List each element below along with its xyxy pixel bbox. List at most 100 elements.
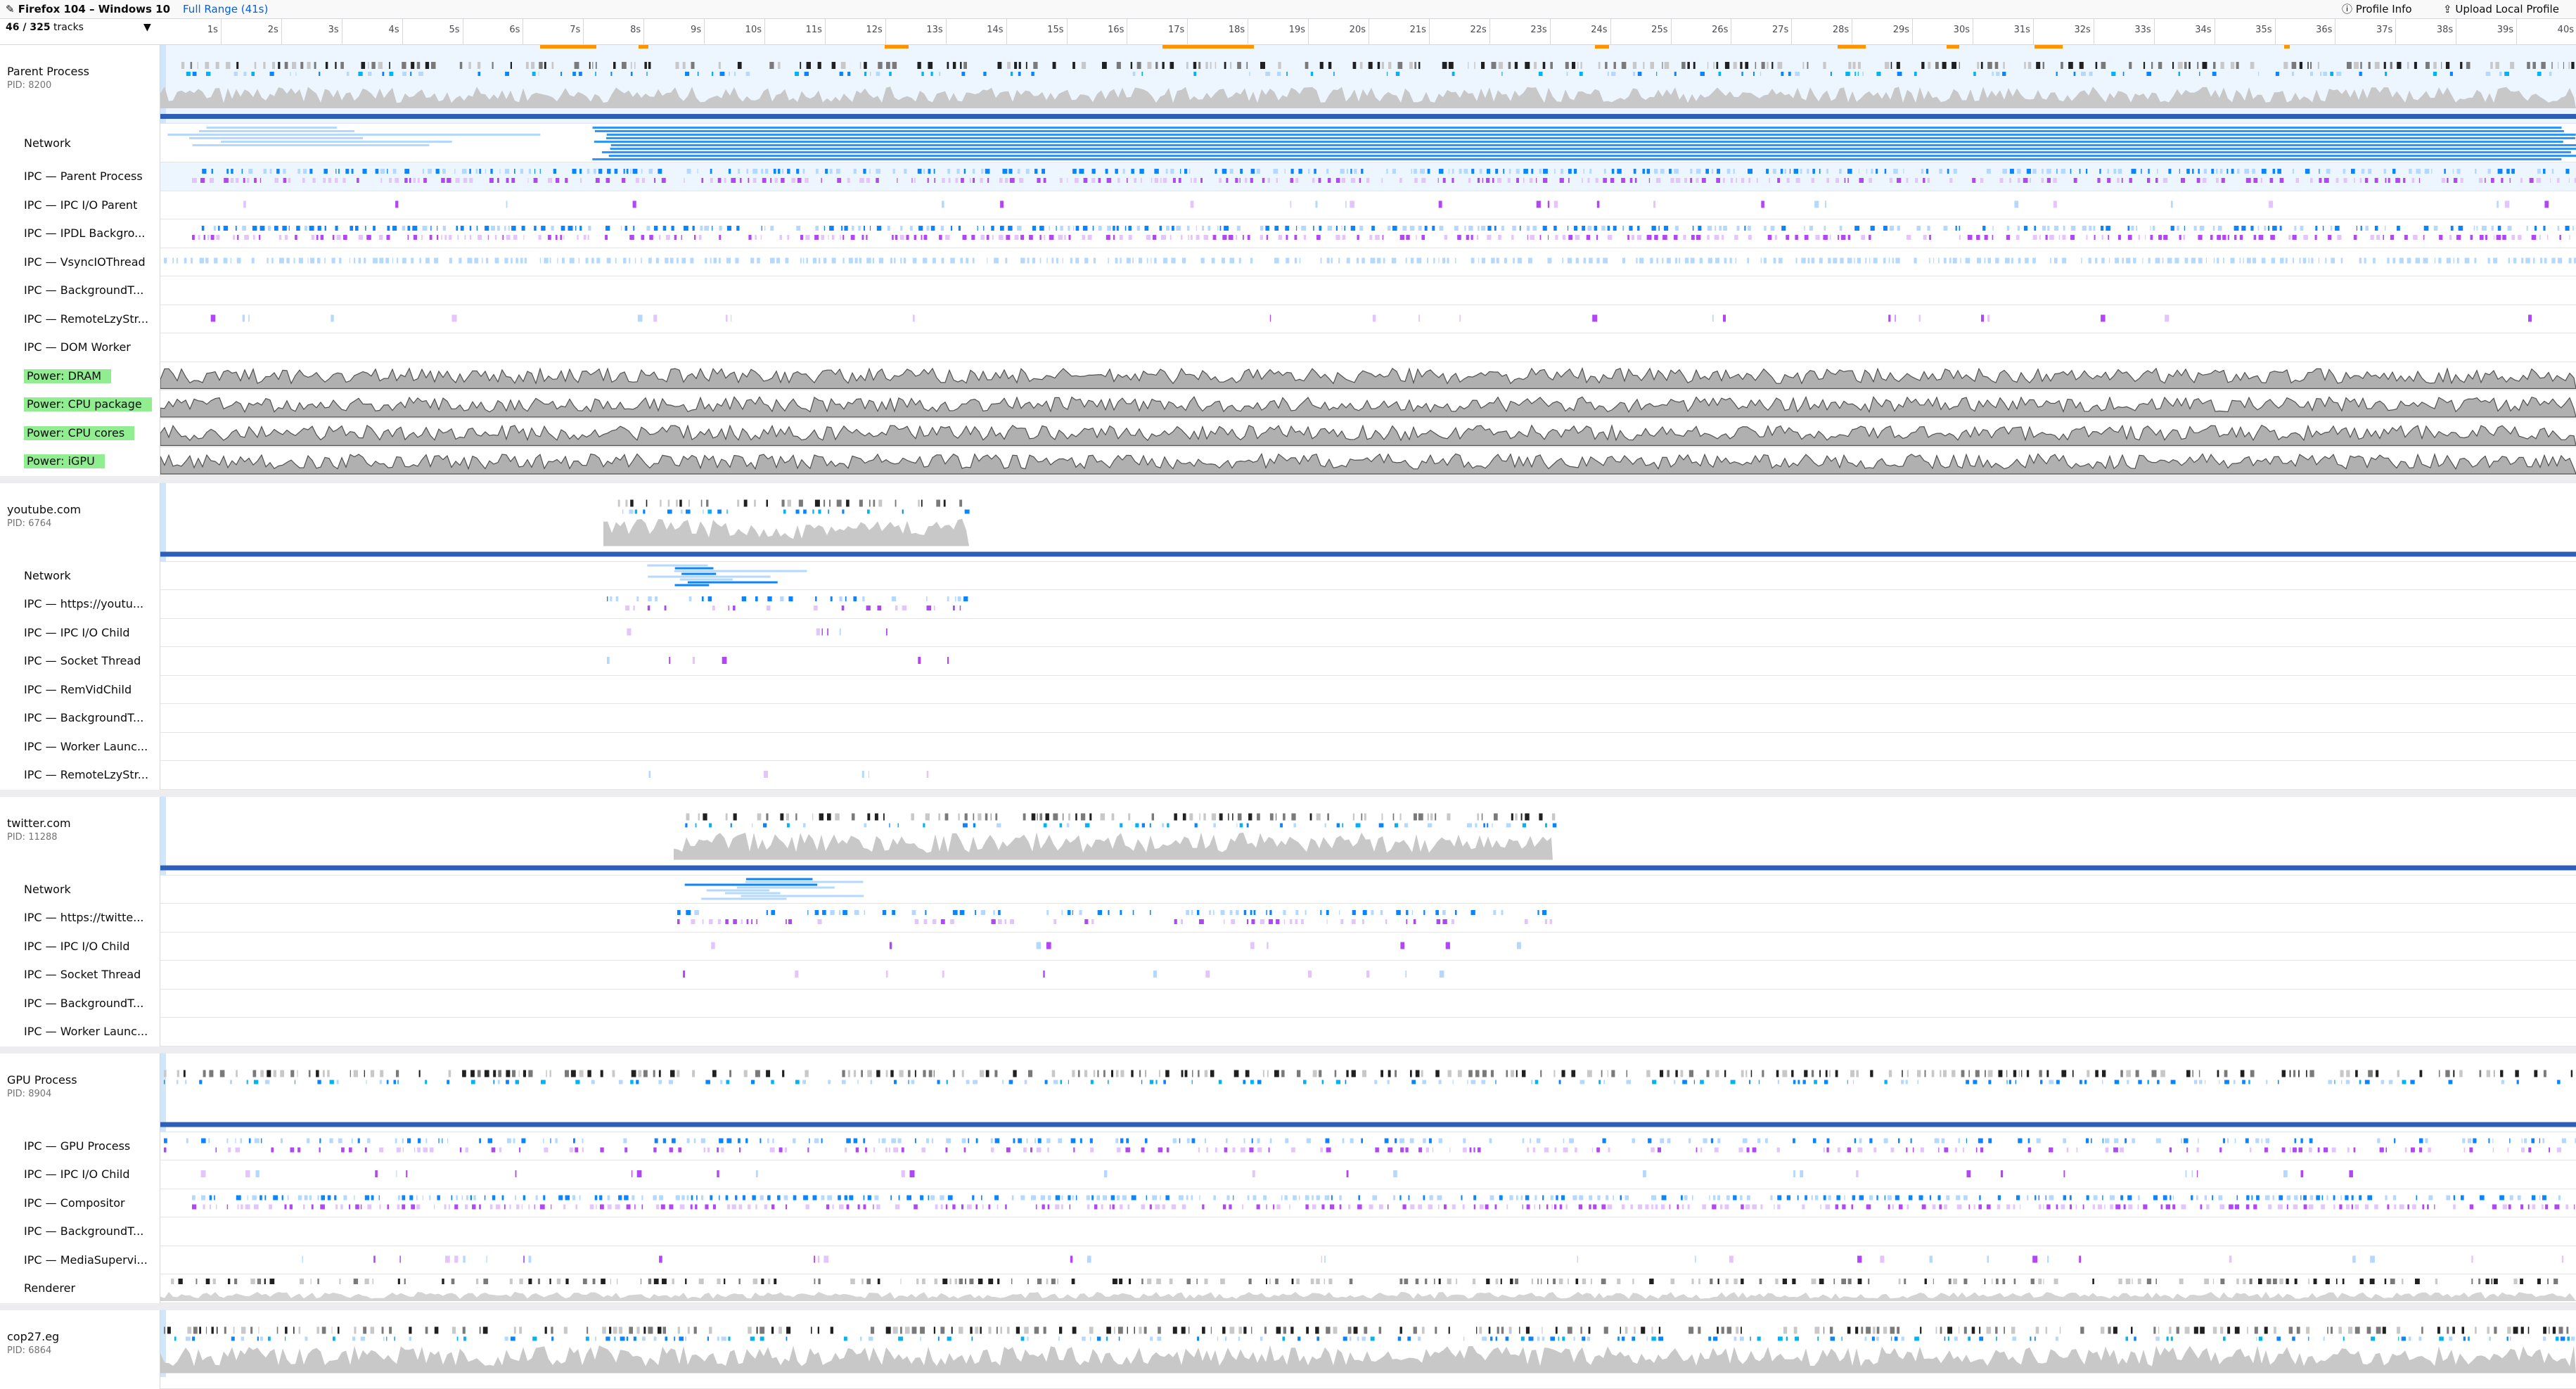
ipc-marker[interactable] bbox=[352, 1336, 356, 1341]
ipc-marker[interactable] bbox=[1690, 169, 1693, 174]
ipc-marker[interactable] bbox=[1690, 257, 1695, 264]
ipc-marker[interactable] bbox=[2565, 1204, 2568, 1210]
ipc-marker[interactable] bbox=[1597, 1195, 1601, 1201]
ipc-marker[interactable] bbox=[1531, 169, 1534, 174]
ipc-marker[interactable] bbox=[1748, 226, 1751, 231]
ipc-marker[interactable] bbox=[2264, 1195, 2270, 1201]
ipc-marker[interactable] bbox=[1582, 1279, 1587, 1284]
ipc-marker[interactable] bbox=[1397, 1336, 1402, 1341]
ipc-marker[interactable] bbox=[416, 1195, 418, 1201]
ipc-marker[interactable] bbox=[814, 910, 819, 915]
ipc-marker[interactable] bbox=[1380, 1070, 1383, 1077]
ipc-marker[interactable] bbox=[599, 1195, 603, 1201]
ipc-marker[interactable] bbox=[358, 257, 361, 264]
ipc-marker[interactable] bbox=[280, 1070, 284, 1077]
ipc-marker[interactable] bbox=[2346, 1070, 2350, 1077]
ipc-marker[interactable] bbox=[476, 1279, 479, 1284]
ipc-marker[interactable] bbox=[1017, 169, 1020, 174]
ipc-marker[interactable] bbox=[396, 1070, 399, 1077]
ipc-marker[interactable] bbox=[925, 910, 927, 915]
ipc-marker[interactable] bbox=[917, 62, 921, 69]
ipc-marker[interactable] bbox=[635, 178, 639, 183]
ipc-marker[interactable] bbox=[2504, 72, 2509, 76]
ipc-marker[interactable] bbox=[1147, 1279, 1152, 1284]
ipc-marker[interactable] bbox=[1791, 1070, 1794, 1077]
ipc-marker[interactable] bbox=[216, 1204, 217, 1210]
ipc-marker[interactable] bbox=[1124, 226, 1127, 231]
ipc-marker[interactable] bbox=[1793, 1080, 1796, 1084]
ipc-marker[interactable] bbox=[1602, 1138, 1606, 1144]
ipc-marker[interactable] bbox=[1636, 235, 1642, 240]
ipc-marker[interactable] bbox=[2308, 1279, 2309, 1284]
ipc-marker[interactable] bbox=[1479, 1326, 1482, 1334]
ipc-marker[interactable] bbox=[1629, 178, 1633, 183]
ipc-marker[interactable] bbox=[1802, 1204, 1805, 1210]
ipc-marker[interactable] bbox=[648, 169, 653, 174]
ipc-marker[interactable] bbox=[1377, 62, 1380, 69]
ipc-marker[interactable] bbox=[1008, 1080, 1013, 1084]
ipc-marker[interactable] bbox=[1835, 178, 1839, 183]
ipc-marker[interactable] bbox=[2309, 1138, 2313, 1144]
ipc-marker[interactable] bbox=[1215, 62, 1217, 69]
ipc-marker[interactable] bbox=[2527, 1204, 2530, 1210]
ipc-marker[interactable] bbox=[1823, 1147, 1825, 1153]
ipc-marker[interactable] bbox=[2452, 1326, 2455, 1334]
ipc-marker[interactable] bbox=[1702, 1204, 1706, 1210]
ipc-marker[interactable] bbox=[1696, 169, 1701, 174]
ipc-marker[interactable] bbox=[930, 1195, 935, 1201]
ipc-marker[interactable] bbox=[826, 1204, 830, 1210]
ipc-marker[interactable] bbox=[418, 1070, 421, 1077]
ipc-marker[interactable] bbox=[228, 1279, 231, 1284]
ipc-marker[interactable] bbox=[274, 178, 278, 183]
ipc-marker[interactable] bbox=[1975, 1147, 1978, 1153]
ipc-marker[interactable] bbox=[2509, 1138, 2511, 1144]
ipc-marker[interactable] bbox=[614, 169, 618, 174]
ipc-marker[interactable] bbox=[1987, 257, 1992, 264]
ipc-marker[interactable] bbox=[2382, 1326, 2386, 1334]
ipc-marker[interactable] bbox=[965, 1279, 966, 1284]
ipc-marker[interactable] bbox=[831, 257, 836, 264]
ipc-marker[interactable] bbox=[1826, 1138, 1830, 1144]
ipc-marker[interactable] bbox=[2122, 72, 2125, 76]
thread-track[interactable] bbox=[0, 1189, 2576, 1217]
ipc-marker[interactable] bbox=[2184, 62, 2187, 69]
ipc-marker[interactable] bbox=[1126, 257, 1131, 264]
ipc-marker[interactable] bbox=[887, 226, 890, 231]
ipc-marker[interactable] bbox=[1985, 1070, 1986, 1077]
ipc-marker[interactable] bbox=[309, 226, 314, 231]
ipc-marker[interactable] bbox=[428, 169, 432, 174]
ipc-marker[interactable] bbox=[1996, 72, 2000, 76]
ipc-marker[interactable] bbox=[2086, 235, 2088, 240]
ipc-marker[interactable] bbox=[1359, 226, 1364, 231]
ipc-marker[interactable] bbox=[1427, 257, 1428, 264]
ipc-marker[interactable] bbox=[869, 499, 871, 507]
ipc-marker[interactable] bbox=[914, 919, 919, 924]
ipc-marker[interactable] bbox=[770, 178, 772, 183]
ipc-marker[interactable] bbox=[1146, 257, 1148, 264]
ipc-marker[interactable] bbox=[669, 257, 674, 264]
ipc-marker[interactable] bbox=[283, 178, 287, 183]
ipc-marker[interactable] bbox=[1620, 1195, 1622, 1201]
ipc-marker[interactable] bbox=[2279, 226, 2282, 231]
ipc-marker[interactable] bbox=[1438, 1080, 1442, 1084]
ipc-marker[interactable] bbox=[928, 62, 933, 69]
ipc-marker[interactable] bbox=[2565, 226, 2570, 231]
ipc-marker[interactable] bbox=[2561, 1138, 2566, 1144]
ipc-marker[interactable] bbox=[1573, 1336, 1575, 1341]
ipc-marker[interactable] bbox=[1324, 1255, 1326, 1263]
ipc-marker[interactable] bbox=[927, 178, 929, 183]
ipc-marker[interactable] bbox=[520, 257, 523, 264]
ipc-marker[interactable] bbox=[2295, 178, 2300, 183]
ipc-marker[interactable] bbox=[805, 235, 810, 240]
ipc-marker[interactable] bbox=[1862, 72, 1864, 76]
ipc-marker[interactable] bbox=[470, 1070, 475, 1077]
ipc-marker[interactable] bbox=[1987, 314, 1990, 322]
ipc-marker[interactable] bbox=[1582, 1336, 1586, 1341]
ipc-marker[interactable] bbox=[630, 72, 633, 76]
ipc-marker[interactable] bbox=[947, 596, 949, 601]
thread-track-label[interactable]: IPC — https://twitte... bbox=[0, 904, 160, 933]
ipc-marker[interactable] bbox=[2354, 1204, 2359, 1210]
ipc-marker[interactable] bbox=[309, 1195, 312, 1201]
ipc-marker[interactable] bbox=[752, 178, 757, 183]
ipc-marker[interactable] bbox=[2079, 1255, 2082, 1263]
